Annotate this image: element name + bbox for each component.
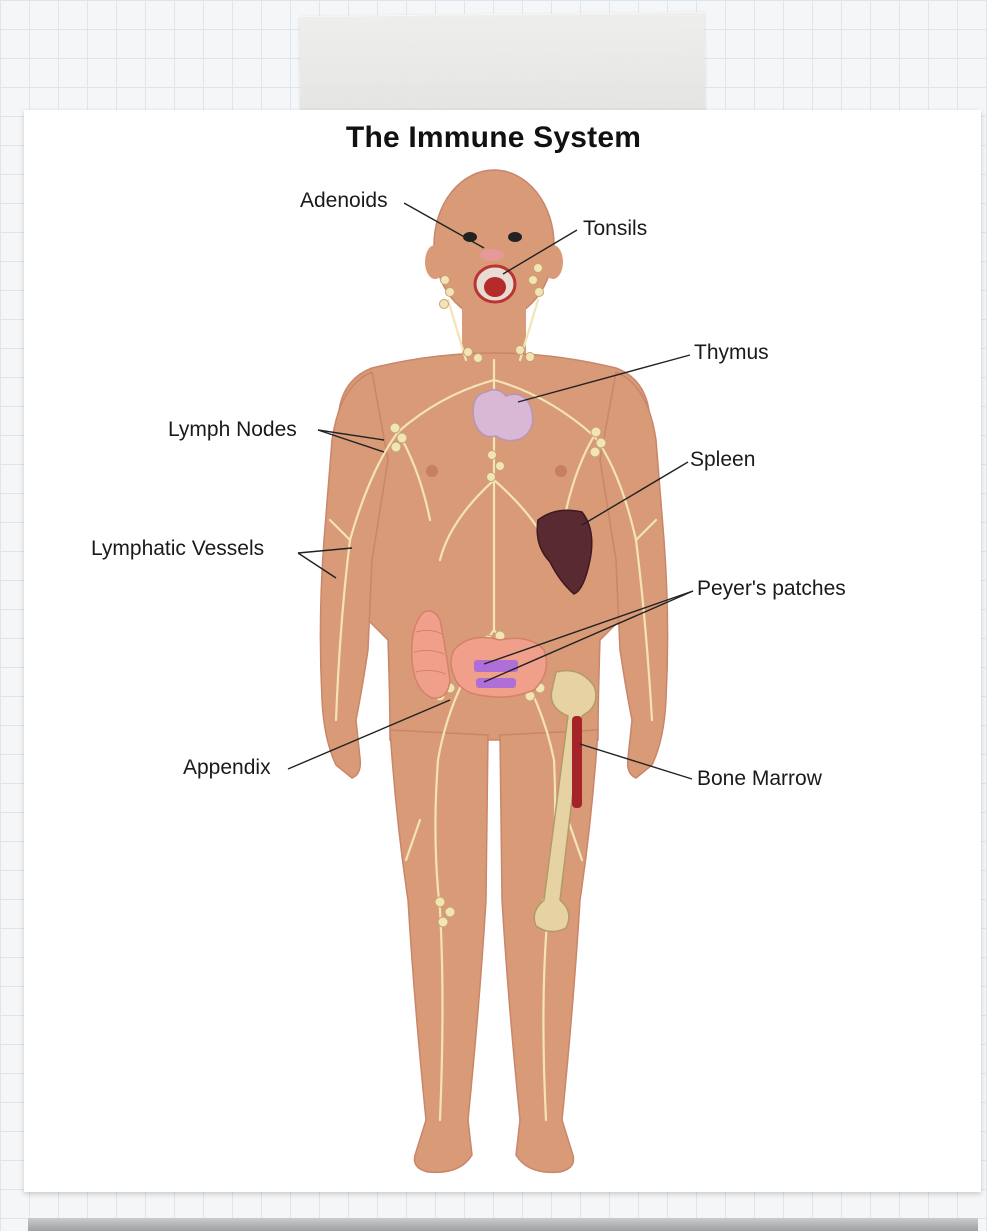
label-tonsils: Tonsils [583, 217, 647, 240]
label-lymphatic-vessels: Lymphatic Vessels [91, 537, 264, 560]
label-appendix: Appendix [183, 756, 271, 779]
label-thymus: Thymus [694, 341, 769, 364]
left-ear [425, 245, 445, 279]
right-eye [508, 232, 522, 242]
label-adenoids: Adenoids [300, 189, 388, 212]
right-leg [500, 730, 598, 1172]
label-lymph-nodes: Lymph Nodes [168, 418, 297, 441]
bone-marrow-organ [572, 716, 582, 808]
peyers-patches-organ-2 [476, 678, 516, 688]
thymus-organ [473, 390, 532, 441]
nose-cavity [480, 249, 504, 261]
right-ear [543, 245, 563, 279]
left-leg [390, 730, 488, 1172]
throat [484, 277, 506, 297]
label-peyers-patches: Peyer's patches [697, 577, 846, 600]
left-nipple [426, 465, 438, 477]
label-spleen: Spleen [690, 448, 755, 471]
label-bone-marrow: Bone Marrow [697, 767, 823, 790]
right-nipple [555, 465, 567, 477]
